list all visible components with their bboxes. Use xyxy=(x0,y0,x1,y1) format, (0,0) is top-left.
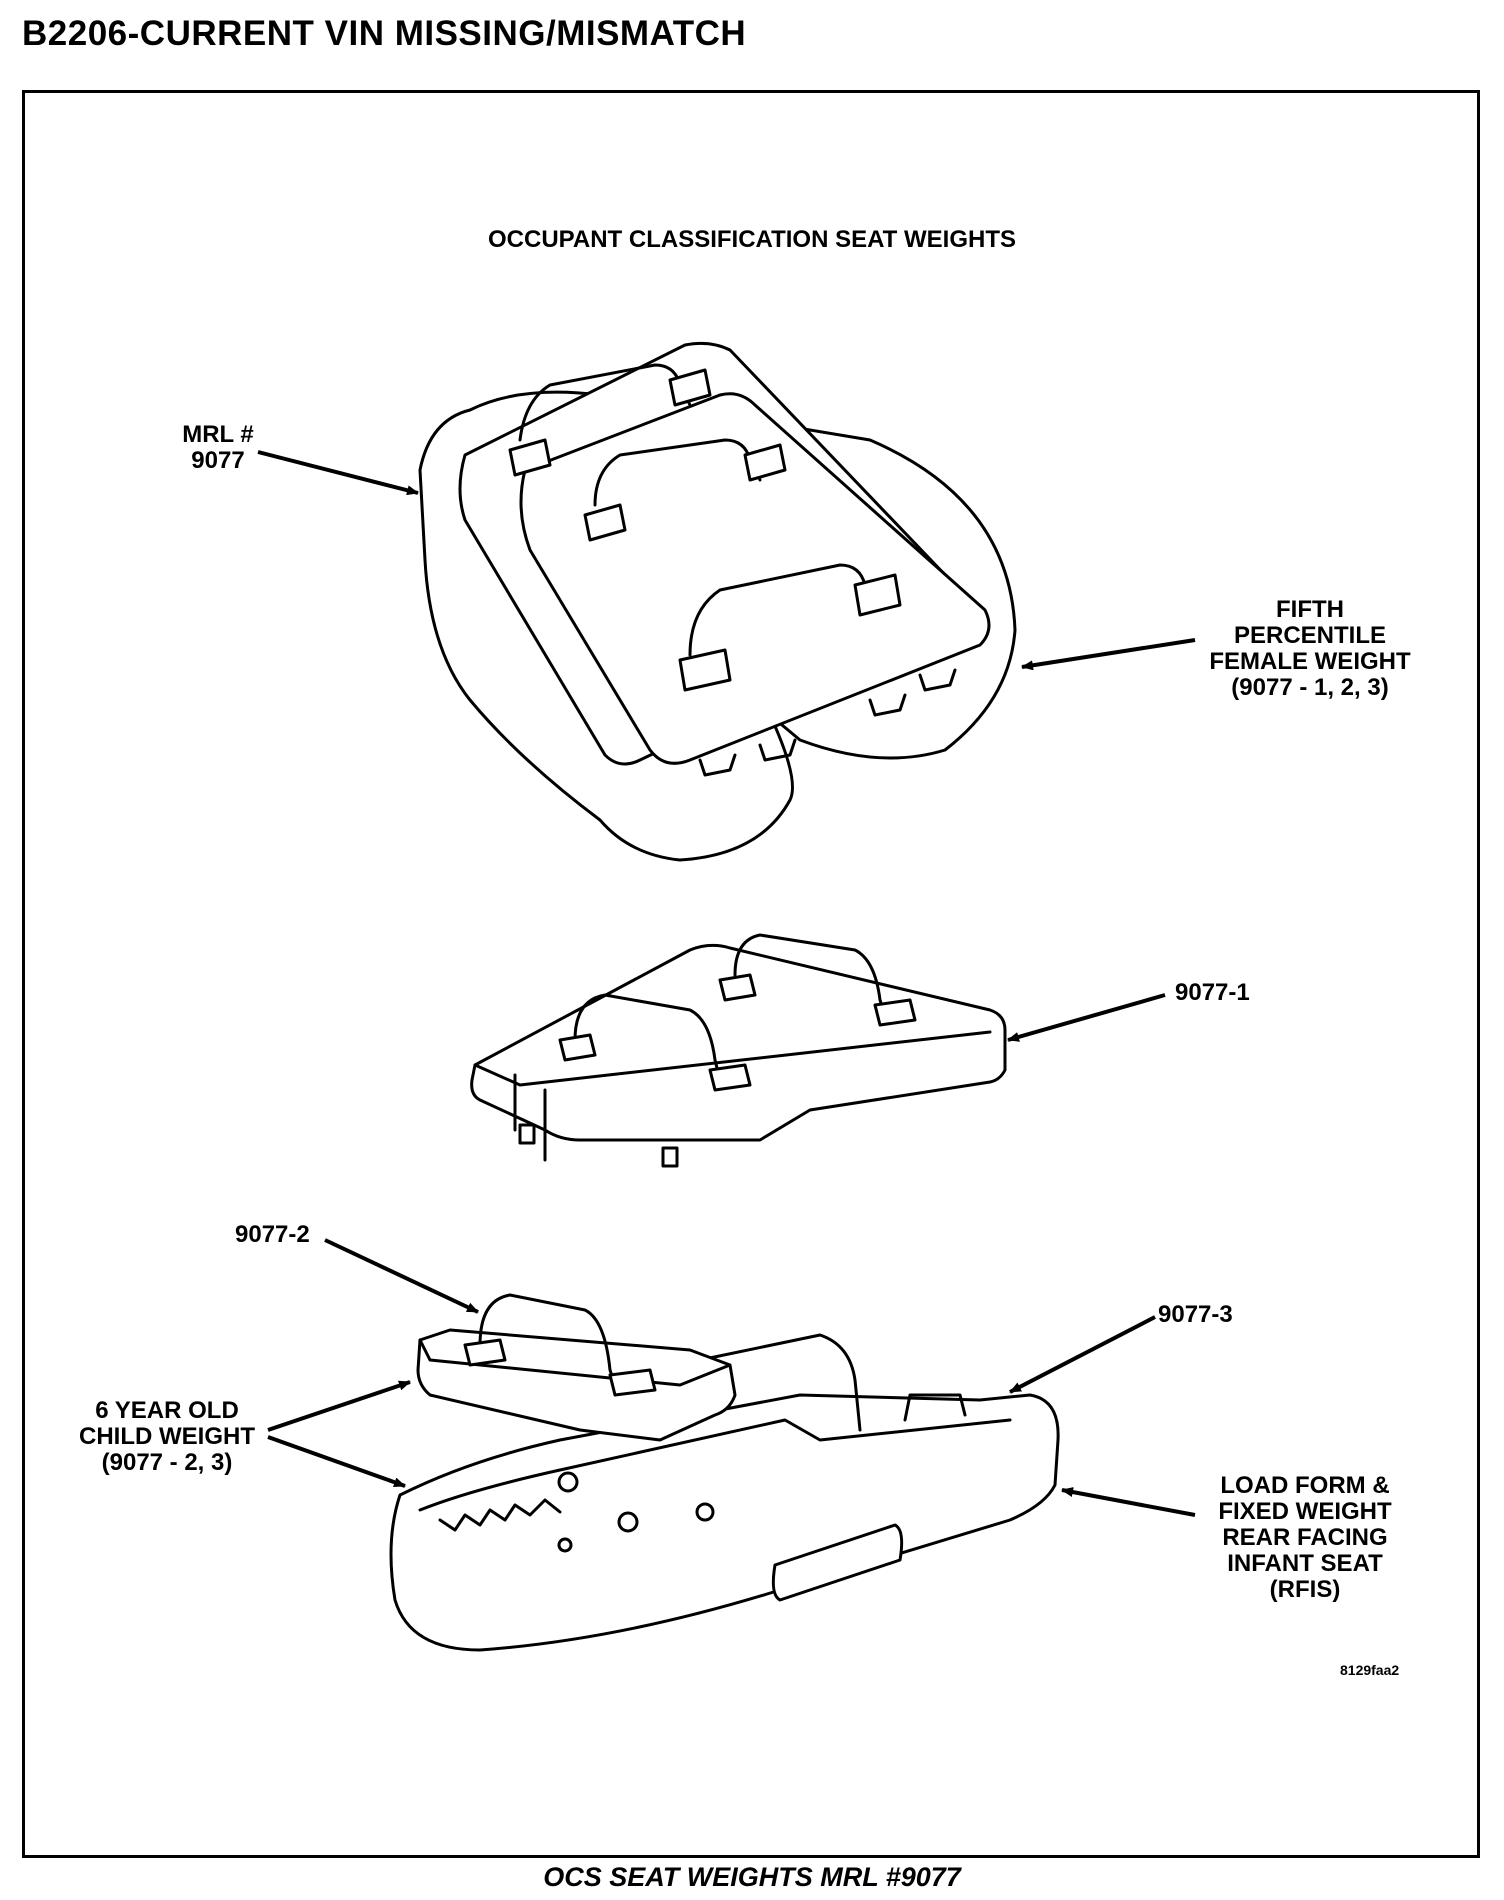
arrow-mrl-9077 xyxy=(257,450,419,496)
arrow-9077-3 xyxy=(1009,1315,1156,1394)
label-9077-2: 9077-2 xyxy=(235,1221,310,1248)
figure-id: 8129faa2 xyxy=(1340,1662,1400,1678)
label-9077-3: 9077-3 xyxy=(1158,1301,1233,1328)
label-rfis: LOAD FORM & FIXED WEIGHT REAR FACING INF… xyxy=(1218,1472,1392,1603)
arrow-rfis xyxy=(1061,1487,1196,1517)
page-title: B2206-CURRENT VIN MISSING/MISMATCH xyxy=(22,14,747,53)
assembled-weights-stack xyxy=(418,341,1017,862)
arrow-child-to-9077-3 xyxy=(267,1435,406,1488)
label-mrl: MRL # 9077 xyxy=(182,421,254,474)
label-child-weight: 6 YEAR OLD CHILD WEIGHT (9077 - 2, 3) xyxy=(79,1397,255,1476)
arrow-9077-1 xyxy=(1007,993,1166,1042)
label-9077-1: 9077-1 xyxy=(1175,979,1250,1006)
weight-9077-1 xyxy=(470,933,1007,1168)
figure-title: OCCUPANT CLASSIFICATION SEAT WEIGHTS xyxy=(488,226,1016,253)
figure-frame xyxy=(22,90,1480,1858)
weight-9077-2 xyxy=(416,1293,737,1442)
arrow-child-to-9077-2 xyxy=(267,1380,411,1432)
arrow-fifth-percentile xyxy=(1021,638,1196,671)
leader-arrows xyxy=(257,450,1196,1517)
load-form-9077-3 xyxy=(389,1333,1060,1652)
label-fifth-percentile: FIFTH PERCENTILE FEMALE WEIGHT (9077 - 1… xyxy=(1209,596,1411,701)
figure-caption: OCS SEAT WEIGHTS MRL #9077 xyxy=(543,1862,961,1892)
arrow-9077-2 xyxy=(324,1238,479,1314)
